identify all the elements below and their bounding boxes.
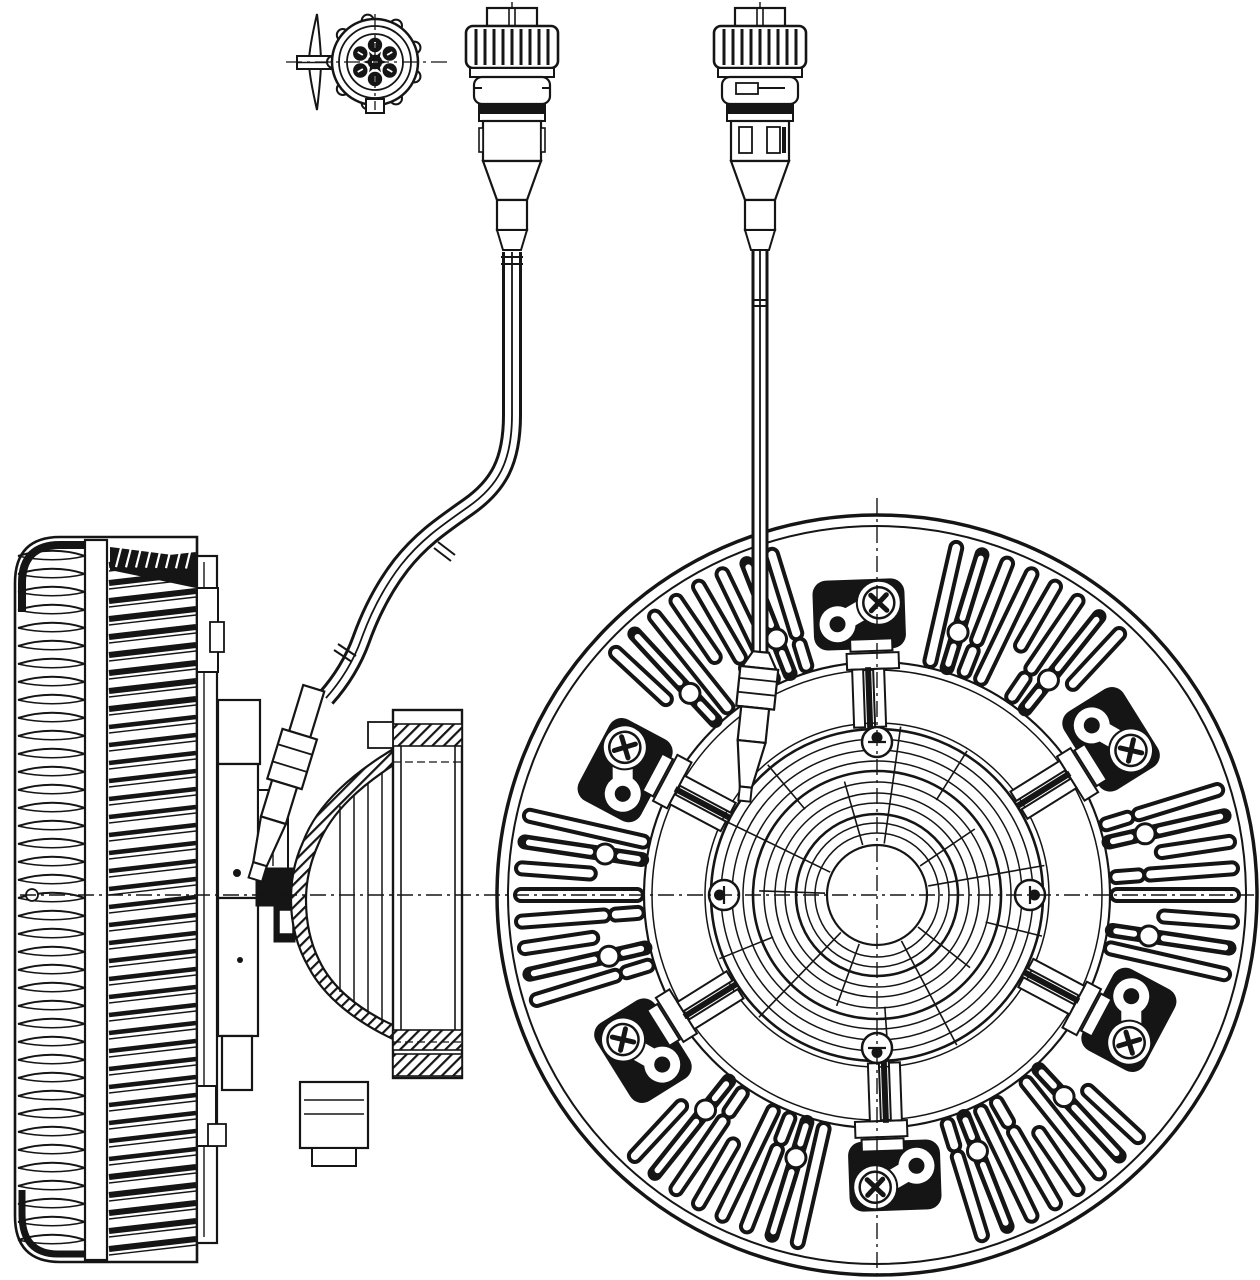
rear-housing xyxy=(216,698,296,1092)
cable-gland xyxy=(735,650,780,803)
bimetal-actuator xyxy=(594,969,745,1103)
cooling-slots xyxy=(513,539,1241,1251)
cable-gland xyxy=(247,683,326,883)
connector-a xyxy=(464,6,560,251)
thermo-pins xyxy=(517,547,1237,1243)
bimetal-actuator xyxy=(577,718,738,833)
bimetal-actuator xyxy=(848,1060,942,1212)
hub-spokes xyxy=(719,726,1045,1065)
bimetal-actuator xyxy=(1016,957,1177,1072)
lower-mount-block xyxy=(298,1080,370,1167)
connector-b xyxy=(712,6,808,251)
connector-pin-face xyxy=(286,13,447,114)
cable-a xyxy=(247,252,523,883)
bimetal-actuator xyxy=(1009,687,1160,821)
clutch-side-view xyxy=(13,535,227,1264)
mounting-flange-section xyxy=(367,708,464,1080)
cable-b xyxy=(735,250,780,803)
bimetal-actuator xyxy=(812,578,906,730)
mounting-bell-section xyxy=(289,746,397,1042)
